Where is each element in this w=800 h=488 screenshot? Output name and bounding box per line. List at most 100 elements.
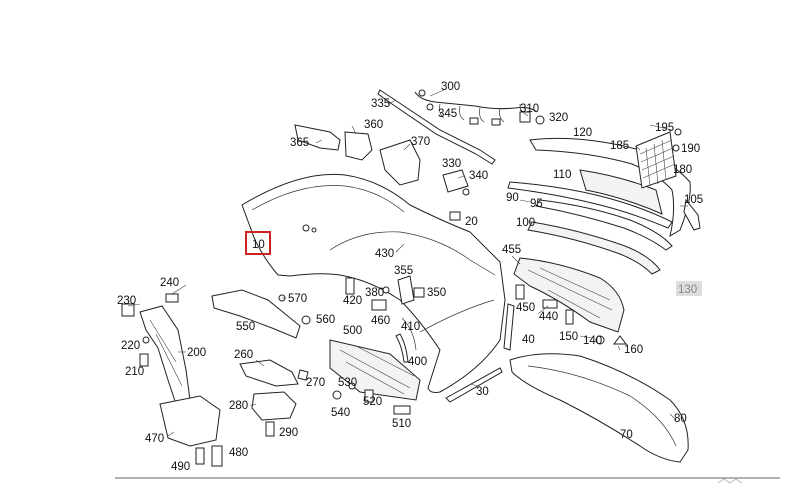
callout-195[interactable]: 195: [655, 122, 674, 134]
part-bolt-420: [345, 277, 355, 295]
callout-340[interactable]: 340: [469, 170, 488, 182]
part-clip-350: [413, 287, 425, 298]
callout-380[interactable]: 380: [365, 287, 384, 299]
callout-290[interactable]: 290: [279, 427, 298, 439]
callout-260[interactable]: 260: [234, 349, 253, 361]
part-clip-540: [332, 390, 342, 400]
callout-430[interactable]: 430: [375, 248, 394, 260]
part-bracket-260: [239, 359, 299, 387]
part-bracket-355: [397, 275, 415, 305]
callout-345[interactable]: 345: [438, 108, 457, 120]
callout-280[interactable]: 280: [229, 400, 248, 412]
part-clip-510: [393, 405, 411, 415]
callout-460[interactable]: 460: [371, 315, 390, 327]
callout-130[interactable]: 130: [678, 284, 697, 296]
part-absorber-500: [329, 339, 421, 401]
callout-210[interactable]: 210: [125, 366, 144, 378]
callout-190[interactable]: 190: [681, 143, 700, 155]
callout-labels: 300 335 345 310 320 360 365 370 330 340 120 195 185 1…: [117, 81, 703, 473]
callout-100[interactable]: 100: [516, 217, 535, 229]
part-strip-95: [535, 199, 673, 251]
callout-440[interactable]: 440: [539, 311, 558, 323]
callout-300[interactable]: 300: [441, 81, 460, 93]
callout-510[interactable]: 510: [392, 418, 411, 430]
part-bolt-490: [195, 447, 205, 465]
callout-335[interactable]: 335: [371, 98, 390, 110]
callout-120[interactable]: 120: [573, 127, 592, 139]
callout-150[interactable]: 150: [559, 331, 578, 343]
callout-140[interactable]: 140: [583, 335, 602, 347]
callout-365[interactable]: 365: [290, 137, 309, 149]
callout-490[interactable]: 490: [171, 461, 190, 473]
callout-40[interactable]: 40: [522, 334, 535, 346]
part-housing-280: [251, 391, 297, 421]
callout-560[interactable]: 560: [316, 314, 335, 326]
part-lower-carrier: [513, 257, 625, 333]
part-bracket-365: [294, 124, 341, 151]
callout-20[interactable]: 20: [465, 216, 478, 228]
part-panel-110: [579, 169, 663, 215]
callout-180[interactable]: 180: [673, 164, 692, 176]
callout-400[interactable]: 400: [408, 356, 427, 368]
callout-530[interactable]: 530: [338, 377, 357, 389]
callout-500[interactable]: 500: [343, 325, 362, 337]
part-clip-340: [462, 188, 470, 196]
callout-320[interactable]: 320: [549, 112, 568, 124]
callout-420[interactable]: 420: [343, 295, 362, 307]
callout-95[interactable]: 95: [530, 198, 543, 210]
part-clip-190: [672, 144, 680, 152]
callout-520[interactable]: 520: [363, 396, 382, 408]
part-bolt-210: [139, 353, 149, 367]
callout-220[interactable]: 220: [121, 340, 140, 352]
part-strip-90: [507, 181, 673, 229]
callout-540[interactable]: 540: [331, 407, 350, 419]
callout-310[interactable]: 310: [520, 103, 539, 115]
part-grille-180: [635, 131, 677, 189]
callout-200[interactable]: 200: [187, 347, 206, 359]
callout-370[interactable]: 370: [411, 136, 430, 148]
leader-lines: [127, 89, 688, 437]
callout-230[interactable]: 230: [117, 295, 136, 307]
part-clip-230: [121, 303, 135, 317]
part-clip-530: [348, 382, 356, 390]
part-bolt-290: [265, 421, 275, 437]
callout-80[interactable]: 80: [674, 413, 687, 425]
callout-360[interactable]: 360: [364, 119, 383, 131]
callout-90[interactable]: 90: [506, 192, 519, 204]
part-diffuser-100: [527, 221, 661, 275]
part-clip-440: [542, 299, 558, 309]
part-bracket-370: [379, 139, 421, 186]
callout-30[interactable]: 30: [476, 386, 489, 398]
callout-570[interactable]: 570: [288, 293, 307, 305]
callout-550[interactable]: 550: [236, 321, 255, 333]
part-bolt-520: [364, 389, 374, 403]
callout-410[interactable]: 410: [401, 321, 420, 333]
part-guide-550: [211, 289, 301, 339]
callout-105[interactable]: 105: [684, 194, 703, 206]
part-clip-160: [613, 335, 627, 345]
part-bumper-cover: [241, 173, 506, 393]
part-clip-560: [301, 315, 311, 325]
part-clip-20: [449, 211, 461, 221]
callout-185[interactable]: 185: [610, 140, 629, 152]
callout-450[interactable]: 450: [516, 302, 535, 314]
part-clip-220: [142, 336, 150, 344]
part-lower-diffuser: [509, 353, 689, 463]
callout-10[interactable]: 10: [252, 239, 265, 251]
callout-330[interactable]: 330: [442, 158, 461, 170]
highlight-box-10: [245, 231, 271, 255]
callout-455[interactable]: 455: [502, 244, 521, 256]
callout-240[interactable]: 240: [160, 277, 179, 289]
part-trim-strip-upper: [377, 89, 496, 165]
callout-470[interactable]: 470: [145, 433, 164, 445]
callout-270[interactable]: 270: [306, 377, 325, 389]
callout-355[interactable]: 355: [394, 265, 413, 277]
callout-350[interactable]: 350: [427, 287, 446, 299]
callout-110[interactable]: 110: [553, 169, 571, 181]
part-cover-470: [159, 395, 221, 447]
part-clip-380: [382, 286, 390, 294]
part-sensor-310: [519, 111, 545, 125]
callout-70[interactable]: 70: [620, 429, 633, 441]
callout-480[interactable]: 480: [229, 447, 248, 459]
callout-160[interactable]: 160: [624, 344, 643, 356]
